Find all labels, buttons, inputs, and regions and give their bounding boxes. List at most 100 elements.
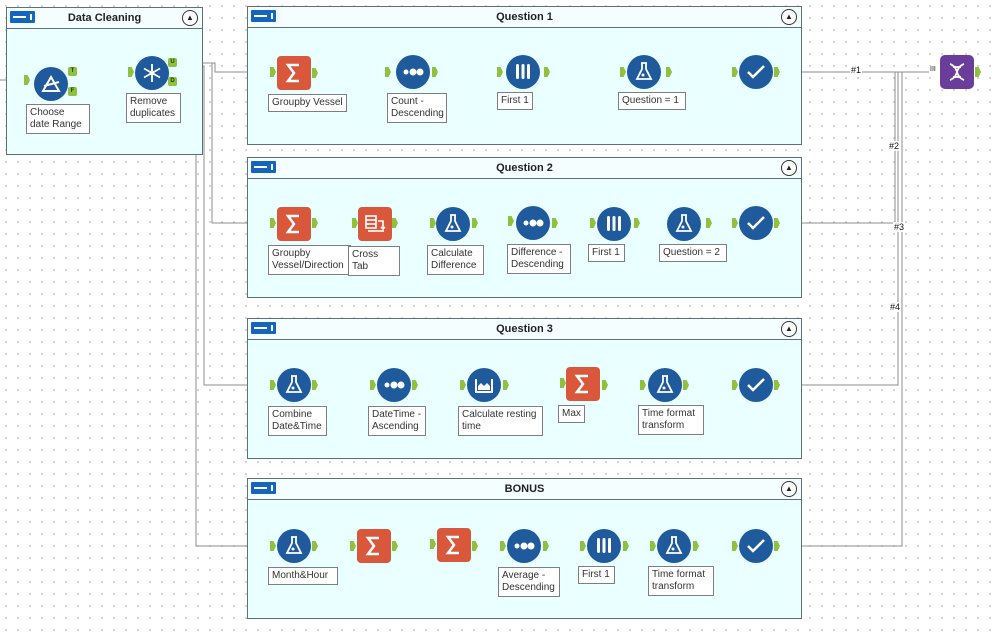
input-anchor[interactable] [352, 218, 358, 228]
output-anchor[interactable] [312, 218, 318, 228]
input-anchor[interactable] [732, 541, 738, 551]
summarize-tool[interactable] [357, 529, 391, 563]
input-anchor[interactable] [580, 541, 586, 551]
select-tool[interactable] [739, 529, 773, 563]
connection-label: #3 [893, 222, 906, 232]
output-anchor[interactable] [602, 380, 608, 390]
output-anchor[interactable] [774, 380, 780, 390]
input-anchor[interactable] [732, 218, 738, 228]
multirow-formula-tool[interactable] [467, 368, 501, 402]
output-anchor[interactable] [472, 541, 478, 551]
input-anchor[interactable] [508, 216, 514, 226]
crosstab-tool[interactable] [358, 207, 392, 241]
formula-tool[interactable] [627, 55, 661, 89]
formula-tool[interactable] [277, 529, 311, 563]
output-anchor[interactable] [774, 67, 780, 77]
collapse-button[interactable]: ▲ [182, 10, 198, 26]
union-tool[interactable] [940, 55, 974, 89]
output-anchor[interactable] [472, 218, 478, 228]
summarize-tool[interactable] [277, 207, 311, 241]
input-anchor[interactable] [560, 378, 566, 388]
output-anchor[interactable] [312, 68, 318, 78]
collapse-button[interactable]: ▲ [781, 321, 797, 337]
output-anchor[interactable] [543, 541, 549, 551]
input-anchor[interactable] [270, 380, 276, 390]
output-anchor[interactable] [774, 541, 780, 551]
output-anchor[interactable] [412, 380, 418, 390]
collapse-button[interactable]: ▲ [781, 9, 797, 25]
output-anchor[interactable] [544, 67, 550, 77]
sort-tool[interactable] [516, 206, 550, 240]
sample-tool[interactable] [587, 529, 621, 563]
output-anchor[interactable] [666, 67, 672, 77]
output-anchor[interactable] [432, 67, 438, 77]
formula-tool[interactable] [277, 368, 311, 402]
tool-label: Groupby Vessel/Direction [268, 245, 351, 275]
output-anchor[interactable] [503, 380, 509, 390]
input-anchor[interactable] [497, 67, 503, 77]
output-anchor[interactable] [392, 218, 398, 228]
sort-tool[interactable] [396, 55, 430, 89]
input-anchor[interactable] [620, 67, 626, 77]
formula-tool[interactable] [657, 529, 691, 563]
input-anchor[interactable] [500, 541, 506, 551]
output-anchor[interactable] [623, 541, 629, 551]
input-anchor[interactable] [385, 67, 391, 77]
sigma-icon [574, 374, 588, 394]
output-anchor[interactable] [683, 380, 689, 390]
output-anchor[interactable] [392, 541, 398, 551]
collapse-button[interactable]: ▲ [781, 481, 797, 497]
input-anchor[interactable] [732, 67, 738, 77]
duplicate-anchor[interactable]: D [168, 77, 177, 86]
select-tool[interactable] [739, 55, 773, 89]
sort-tool[interactable] [507, 529, 541, 563]
sample-tool[interactable] [506, 55, 540, 89]
input-anchor[interactable] [430, 218, 436, 228]
select-tool[interactable] [739, 206, 773, 240]
output-anchor[interactable] [634, 218, 640, 228]
summarize-tool[interactable] [277, 56, 311, 90]
input-anchor[interactable] [270, 218, 276, 228]
container-question-3[interactable]: Question 3 ▲ [247, 318, 802, 459]
tool-label: Remove duplicates [126, 93, 181, 123]
output-anchor[interactable] [312, 541, 318, 551]
output-anchor[interactable] [706, 218, 712, 228]
input-anchor[interactable] [370, 380, 376, 390]
union-anchor-label[interactable]: III [929, 66, 937, 73]
output-anchor[interactable] [693, 541, 699, 551]
formula-tool[interactable] [667, 207, 701, 241]
tool-label: First 1 [497, 92, 533, 110]
input-anchor[interactable] [460, 380, 466, 390]
output-anchor[interactable] [552, 218, 558, 228]
true-anchor[interactable]: T [68, 67, 77, 76]
input-anchor[interactable] [590, 218, 596, 228]
container-icon [10, 11, 35, 23]
sigma-icon [445, 535, 459, 555]
input-anchor[interactable] [24, 75, 30, 85]
unique-anchor[interactable]: U [168, 58, 177, 67]
output-anchor[interactable] [975, 67, 981, 77]
filter-tool[interactable] [34, 67, 68, 101]
input-anchor[interactable] [732, 380, 738, 390]
output-anchor[interactable] [774, 218, 780, 228]
summarize-tool[interactable] [566, 367, 600, 401]
input-anchor[interactable] [430, 539, 436, 549]
select-tool[interactable] [739, 368, 773, 402]
unique-tool[interactable] [135, 56, 169, 90]
input-anchor[interactable] [270, 541, 276, 551]
input-anchor[interactable] [640, 380, 646, 390]
output-anchor[interactable] [312, 380, 318, 390]
summarize-tool[interactable] [437, 528, 471, 562]
checkmark-icon [747, 65, 765, 79]
sample-tool[interactable] [597, 207, 631, 241]
tool-label: Question = 2 [659, 244, 727, 262]
input-anchor[interactable] [128, 67, 134, 77]
formula-tool[interactable] [648, 368, 682, 402]
input-anchor[interactable] [650, 541, 656, 551]
input-anchor[interactable] [270, 67, 276, 77]
collapse-button[interactable]: ▲ [781, 160, 797, 176]
false-anchor[interactable]: F [68, 87, 77, 96]
sort-tool[interactable] [377, 368, 411, 402]
formula-tool[interactable] [436, 207, 470, 241]
input-anchor[interactable] [350, 541, 356, 551]
